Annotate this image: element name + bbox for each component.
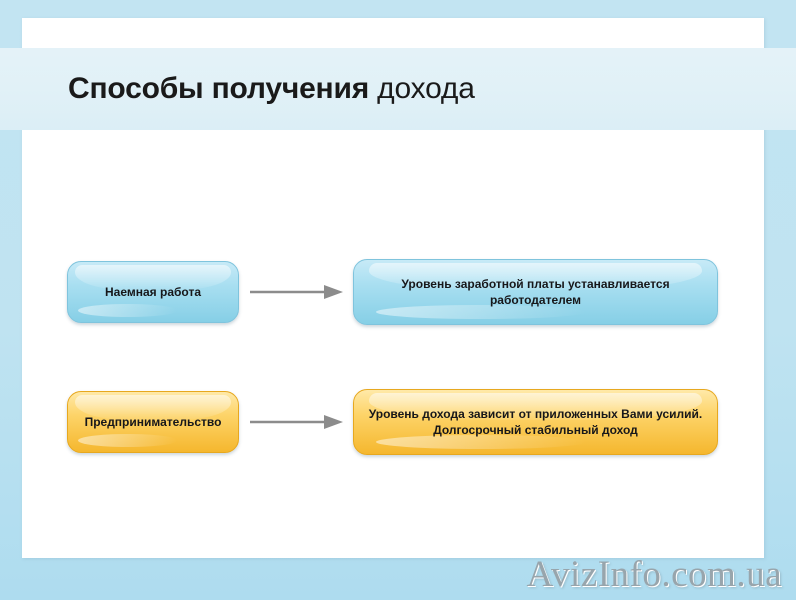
watermark: AvizInfo.com.ua (526, 554, 782, 595)
diagram-node-source-2[interactable]: Предпринимательство (67, 391, 239, 453)
diagram-node-label: Предпринимательство (84, 414, 222, 429)
diagram-node-label: Наемная работа (105, 284, 201, 299)
arrow-right-icon-1 (248, 282, 344, 302)
page-title-light: дохода (369, 72, 475, 105)
page-title: Способы получения дохода (68, 74, 475, 104)
diagram-node-target-1[interactable]: Уровень заработной платы устанавливается… (353, 259, 718, 325)
slide-title-band: Способы получения дохода (0, 48, 796, 130)
diagram-node-source-1[interactable]: Наемная работа (67, 261, 239, 323)
diagram-node-target-2[interactable]: Уровень дохода зависит от приложенных Ва… (353, 389, 718, 455)
diagram-node-label: Уровень дохода зависит от приложенных Ва… (368, 406, 703, 437)
page-title-strong: Способы получения (68, 72, 370, 105)
diagram-node-label: Уровень заработной платы устанавливается… (401, 276, 670, 307)
arrow-right-icon-2 (248, 412, 344, 432)
